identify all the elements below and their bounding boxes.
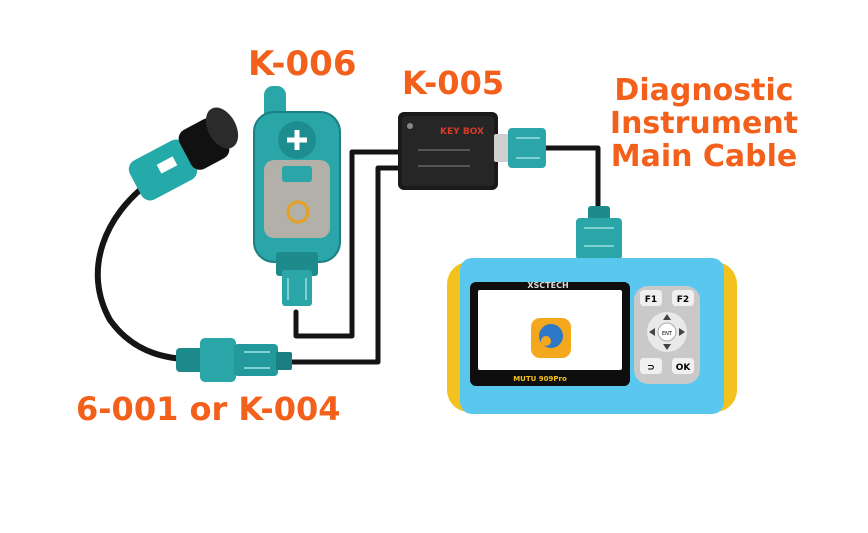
brand-label: XSCTECH [527, 281, 568, 290]
k006-to-k005-cable [293, 149, 405, 339]
label-diagnostic-line2: Instrument [609, 106, 799, 141]
k005-keybox: KEY BOX [398, 112, 546, 190]
main-cable-connector [576, 206, 622, 260]
ent-key: ENT [662, 331, 673, 337]
main-cable [542, 145, 601, 217]
keybox-label: KEY BOX [440, 127, 484, 137]
model-label: MUTU 909Pro [513, 375, 567, 383]
label-diagnostic: Diagnostic Instrument Main Cable [604, 74, 804, 173]
adapter-to-k005-cable [289, 165, 405, 365]
label-k006: K-006 [248, 44, 357, 84]
label-diagnostic-line1: Diagnostic [614, 73, 794, 108]
obd-y-cable [94, 179, 207, 363]
ok-key: OK [676, 363, 692, 373]
back-key: ⊃ [647, 363, 655, 373]
label-k005: K-005 [402, 64, 505, 102]
obd-connector [128, 107, 239, 201]
db-adapter-6001 [176, 338, 292, 382]
label-diagnostic-line3: Main Cable [610, 139, 798, 174]
label-6001-or-k004: 6-001 or K-004 [76, 390, 341, 428]
diagnostic-instrument: XSCTECH MUTU 909Pro F1 F2 ENT ⊃ OK [447, 258, 737, 414]
f2-key: F2 [677, 295, 689, 305]
cables [94, 145, 601, 365]
k006-device [253, 86, 341, 306]
f1-key: F1 [645, 295, 657, 305]
